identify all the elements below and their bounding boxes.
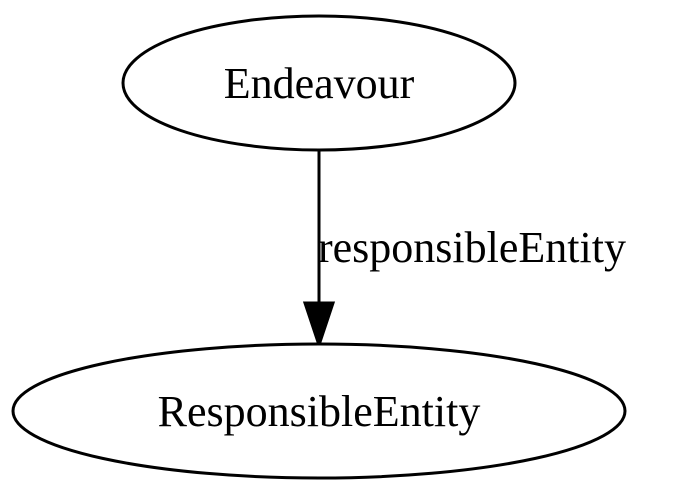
edge-responsible-entity: responsibleEntity xyxy=(302,150,626,350)
edge-label: responsibleEntity xyxy=(318,223,626,272)
node-responsible-entity-label: ResponsibleEntity xyxy=(158,387,481,436)
node-endeavour: Endeavour xyxy=(121,14,517,152)
node-endeavour-label: Endeavour xyxy=(224,59,415,108)
node-responsible-entity-shape xyxy=(11,342,627,480)
node-responsible-entity: ResponsibleEntity xyxy=(11,342,627,480)
edge-arrowhead xyxy=(302,301,336,350)
